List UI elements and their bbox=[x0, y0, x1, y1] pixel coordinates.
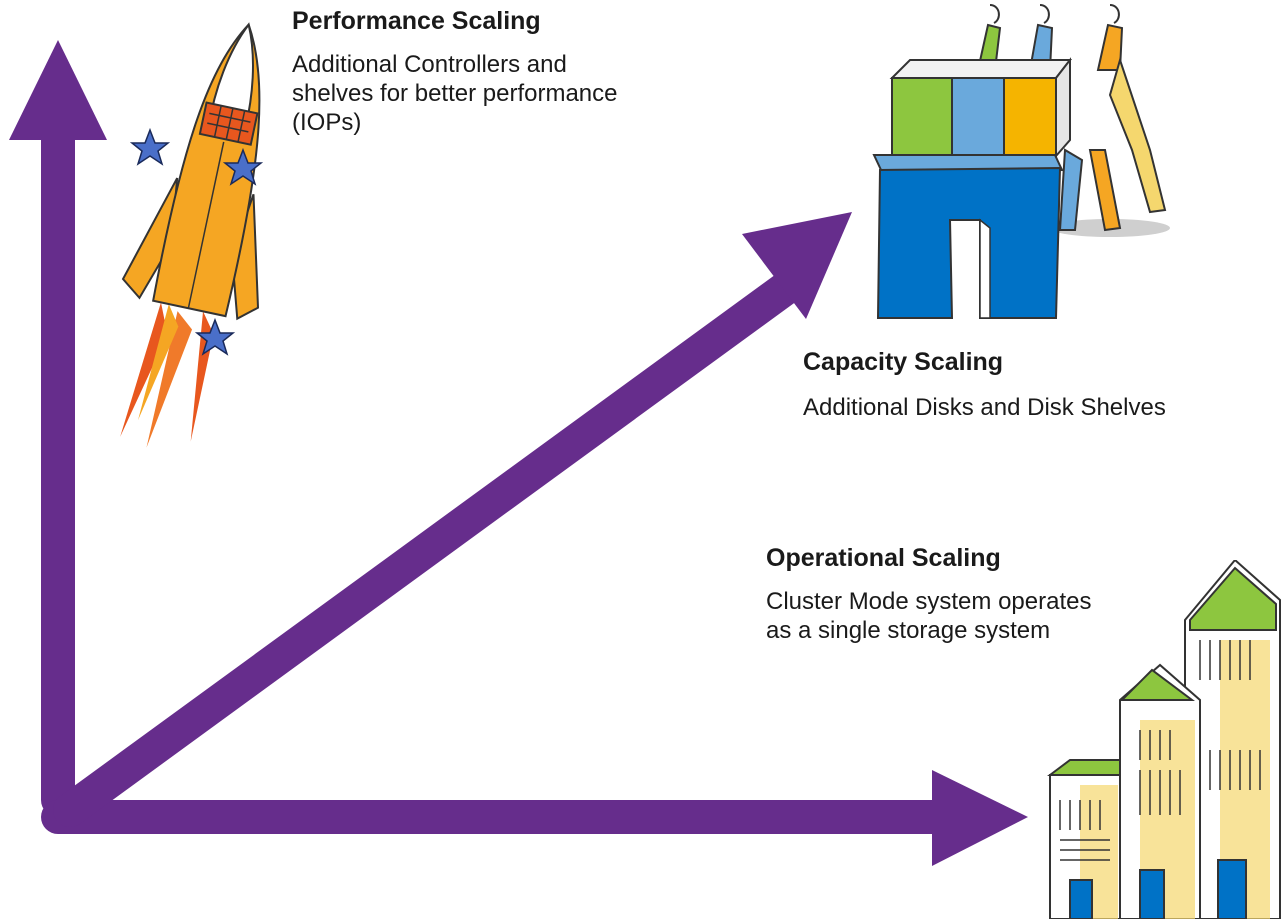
vertical-axis-arrow bbox=[9, 40, 107, 817]
performance-scaling-title: Performance Scaling bbox=[292, 7, 541, 35]
diagonal-axis-arrow bbox=[53, 212, 852, 827]
operational-scaling-description: Cluster Mode system operates as a single… bbox=[766, 588, 1092, 644]
operational-scaling-title: Operational Scaling bbox=[766, 544, 1001, 572]
performance-scaling-block: Performance Scaling Additional Controlle… bbox=[292, 6, 632, 137]
star-icon bbox=[129, 127, 171, 166]
performance-scaling-description: Additional Controllers and shelves for b… bbox=[292, 51, 618, 136]
people-carrying-storage-illustration bbox=[872, 4, 1170, 319]
capacity-scaling-title: Capacity Scaling bbox=[803, 348, 1004, 376]
capacity-scaling-block: Capacity Scaling Additional Disks and Di… bbox=[803, 347, 1283, 422]
capacity-scaling-description: Additional Disks and Disk Shelves bbox=[803, 394, 1166, 421]
star-icon bbox=[222, 147, 264, 186]
rocket-illustration bbox=[120, 22, 264, 448]
star-icon bbox=[194, 317, 236, 356]
city-buildings-illustration bbox=[1047, 560, 1281, 919]
horizontal-axis-arrow bbox=[41, 770, 1028, 866]
operational-scaling-block: Operational Scaling Cluster Mode system … bbox=[766, 543, 1096, 645]
